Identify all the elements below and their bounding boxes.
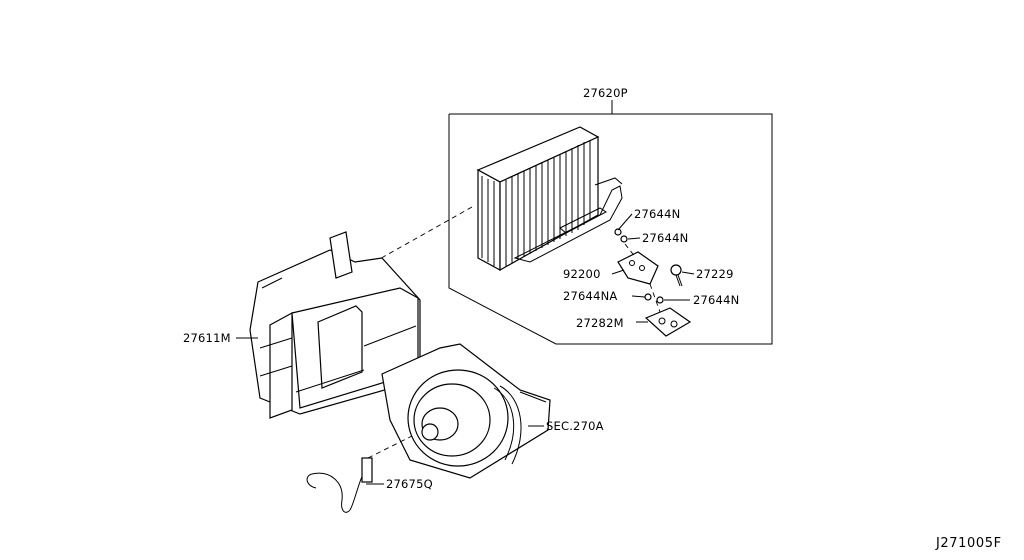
leaders-kit bbox=[611, 213, 695, 323]
label-oring-2: 27644N bbox=[642, 231, 688, 245]
label-harness: 27675Q bbox=[386, 477, 433, 491]
evaporator-core[interactable] bbox=[476, 126, 623, 272]
label-blower-section: SEC.270A bbox=[546, 419, 604, 433]
label-cap: 27229 bbox=[696, 267, 734, 281]
label-valve: 92200 bbox=[563, 267, 601, 281]
label-oring-1: 27644N bbox=[634, 207, 680, 221]
expansion-valve[interactable] bbox=[617, 251, 659, 285]
label-heater-unit-case: 27611M bbox=[183, 331, 231, 345]
diagram-code: J271005F bbox=[935, 536, 1002, 551]
label-oring-na: 27644NA bbox=[563, 289, 617, 303]
label-oring-3: 27644N bbox=[693, 293, 739, 307]
harness[interactable] bbox=[306, 435, 413, 513]
cap-fitting[interactable] bbox=[670, 264, 683, 287]
mounting-plate[interactable] bbox=[644, 307, 692, 337]
oring-icon bbox=[614, 228, 664, 304]
label-evaporator-kit: 27620P bbox=[583, 86, 628, 100]
assembly-dashed-line bbox=[359, 206, 473, 271]
blower-unit[interactable] bbox=[381, 343, 551, 479]
label-plate: 27282M bbox=[576, 316, 624, 330]
evaporator-kit-frame bbox=[448, 100, 773, 345]
leaders-outer bbox=[236, 337, 544, 485]
